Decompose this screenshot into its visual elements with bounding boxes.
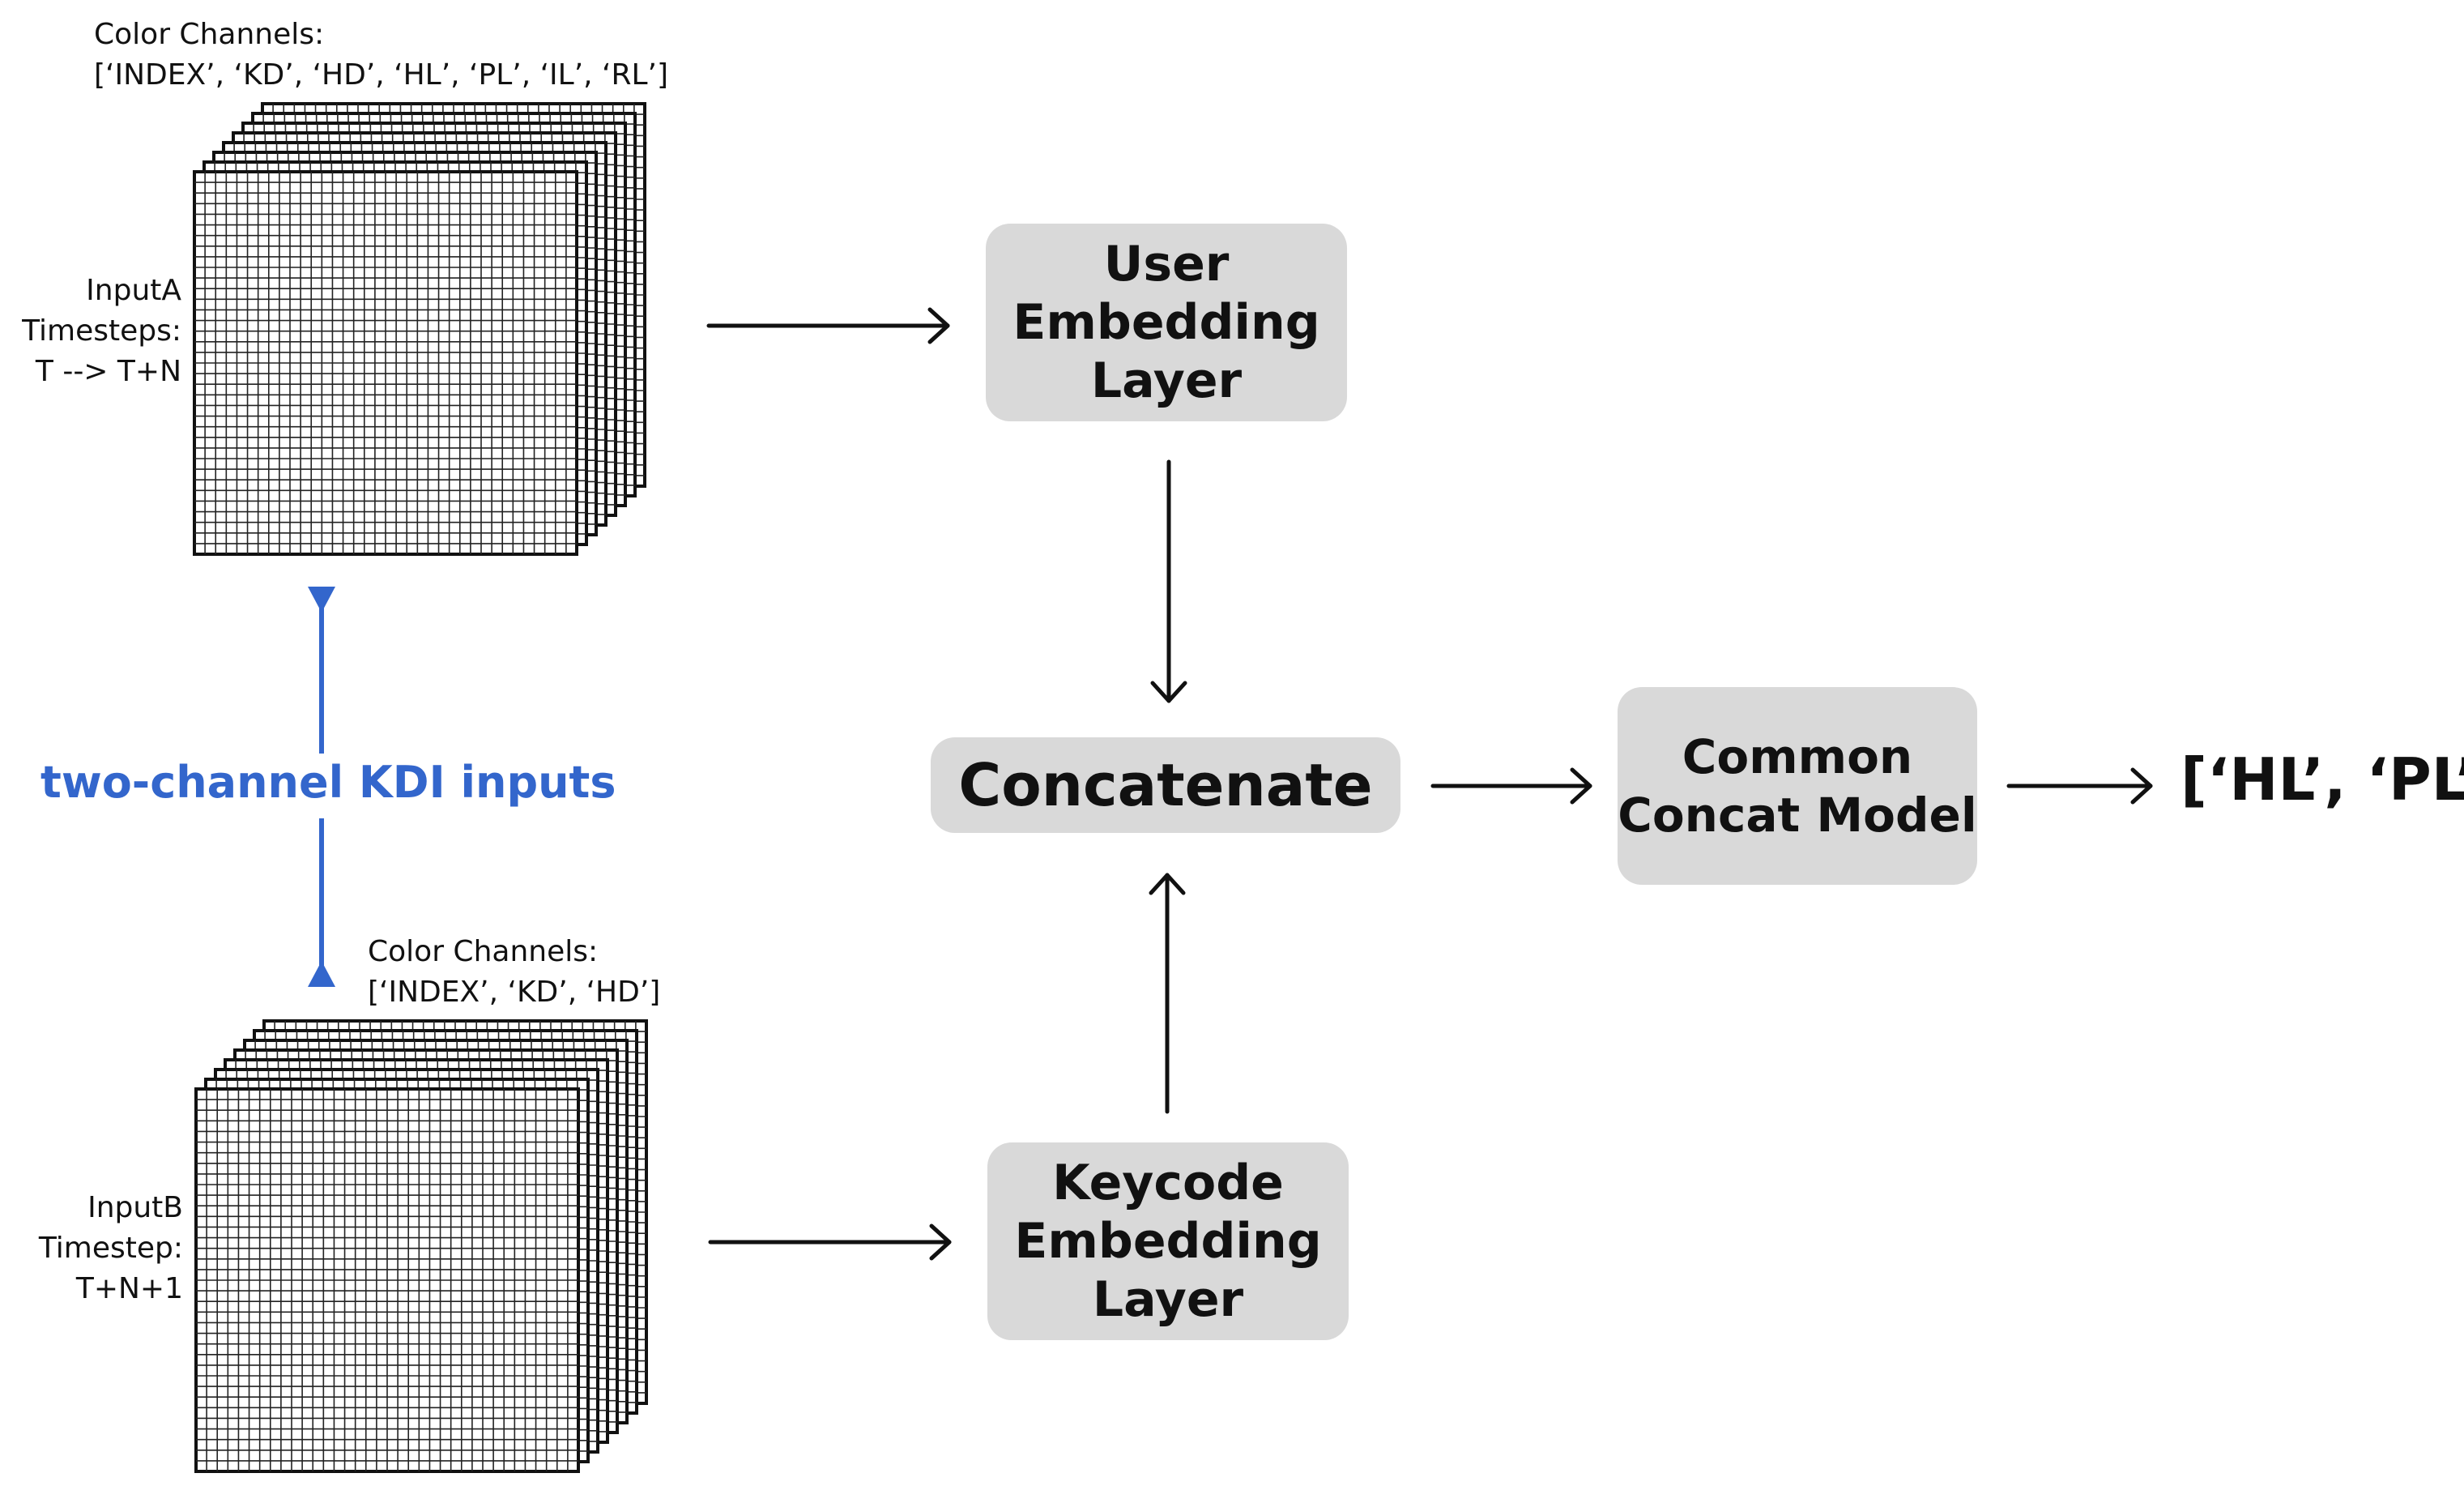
arrow-common-model-to-output [2006,767,2153,805]
kdi-double-arrow [308,587,335,987]
input-b-timestep-value: T+N+1 [75,1272,183,1305]
user-embedding-line2: Embedding [1012,294,1320,351]
concatenate-label: Concatenate [958,751,1373,819]
keycode-embedding-line3: Layer [1092,1271,1244,1328]
keycode-embedding-layer-box: Keycode Embedding Layer [987,1142,1349,1340]
grid-sheet [194,1087,580,1473]
arrow-inputa-to-user-embedding [706,307,950,344]
arrow-concatenate-to-common-model [1430,767,1592,805]
output-label: [‘HL’, ‘PL’] [2181,745,2464,813]
kdi-arrow-head-up [308,587,335,613]
common-model-line2: Concat Model [1618,788,1977,843]
input-a-timestep-value: T --> T+N [35,355,181,388]
user-embedding-line1: User [1103,236,1230,293]
concatenate-box: Concatenate [931,737,1400,833]
input-a-grid-stack [193,102,646,556]
input-b-grid-stack [194,1019,648,1473]
kdi-arrow-head-down [308,961,335,987]
user-embedding-line3: Layer [1090,352,1243,409]
input-a-timestep-label: Timesteps: [22,314,181,348]
kdi-inputs-label: two-channel KDI inputs [40,757,616,808]
common-model-line1: Common [1682,729,1913,784]
input-b-channels-list: [‘INDEX’, ‘KD’, ‘HD’] [368,976,661,1009]
arrow-user-embedding-to-concatenate [1150,459,1187,703]
input-b-timestep-label: Timestep: [38,1232,183,1265]
common-concat-model-box: Common Concat Model [1618,687,1977,885]
grid-sheet [193,170,578,556]
keycode-embedding-line2: Embedding [1014,1213,1322,1270]
user-embedding-layer-box: User Embedding Layer [986,224,1347,421]
input-a-channels-list: [‘INDEX’, ‘KD’, ‘HD’, ‘HL’, ‘PL’, ‘IL’, … [94,58,669,92]
arrow-keycode-embedding-to-concatenate [1149,873,1186,1114]
input-a-channels-title: Color Channels: [94,18,325,51]
keycode-embedding-line1: Keycode [1052,1155,1284,1211]
input-b-name: InputB [87,1191,183,1224]
input-a-name: InputA [86,274,181,307]
arrow-inputb-to-keycode-embedding [708,1223,952,1261]
input-b-channels-title: Color Channels: [368,935,599,968]
